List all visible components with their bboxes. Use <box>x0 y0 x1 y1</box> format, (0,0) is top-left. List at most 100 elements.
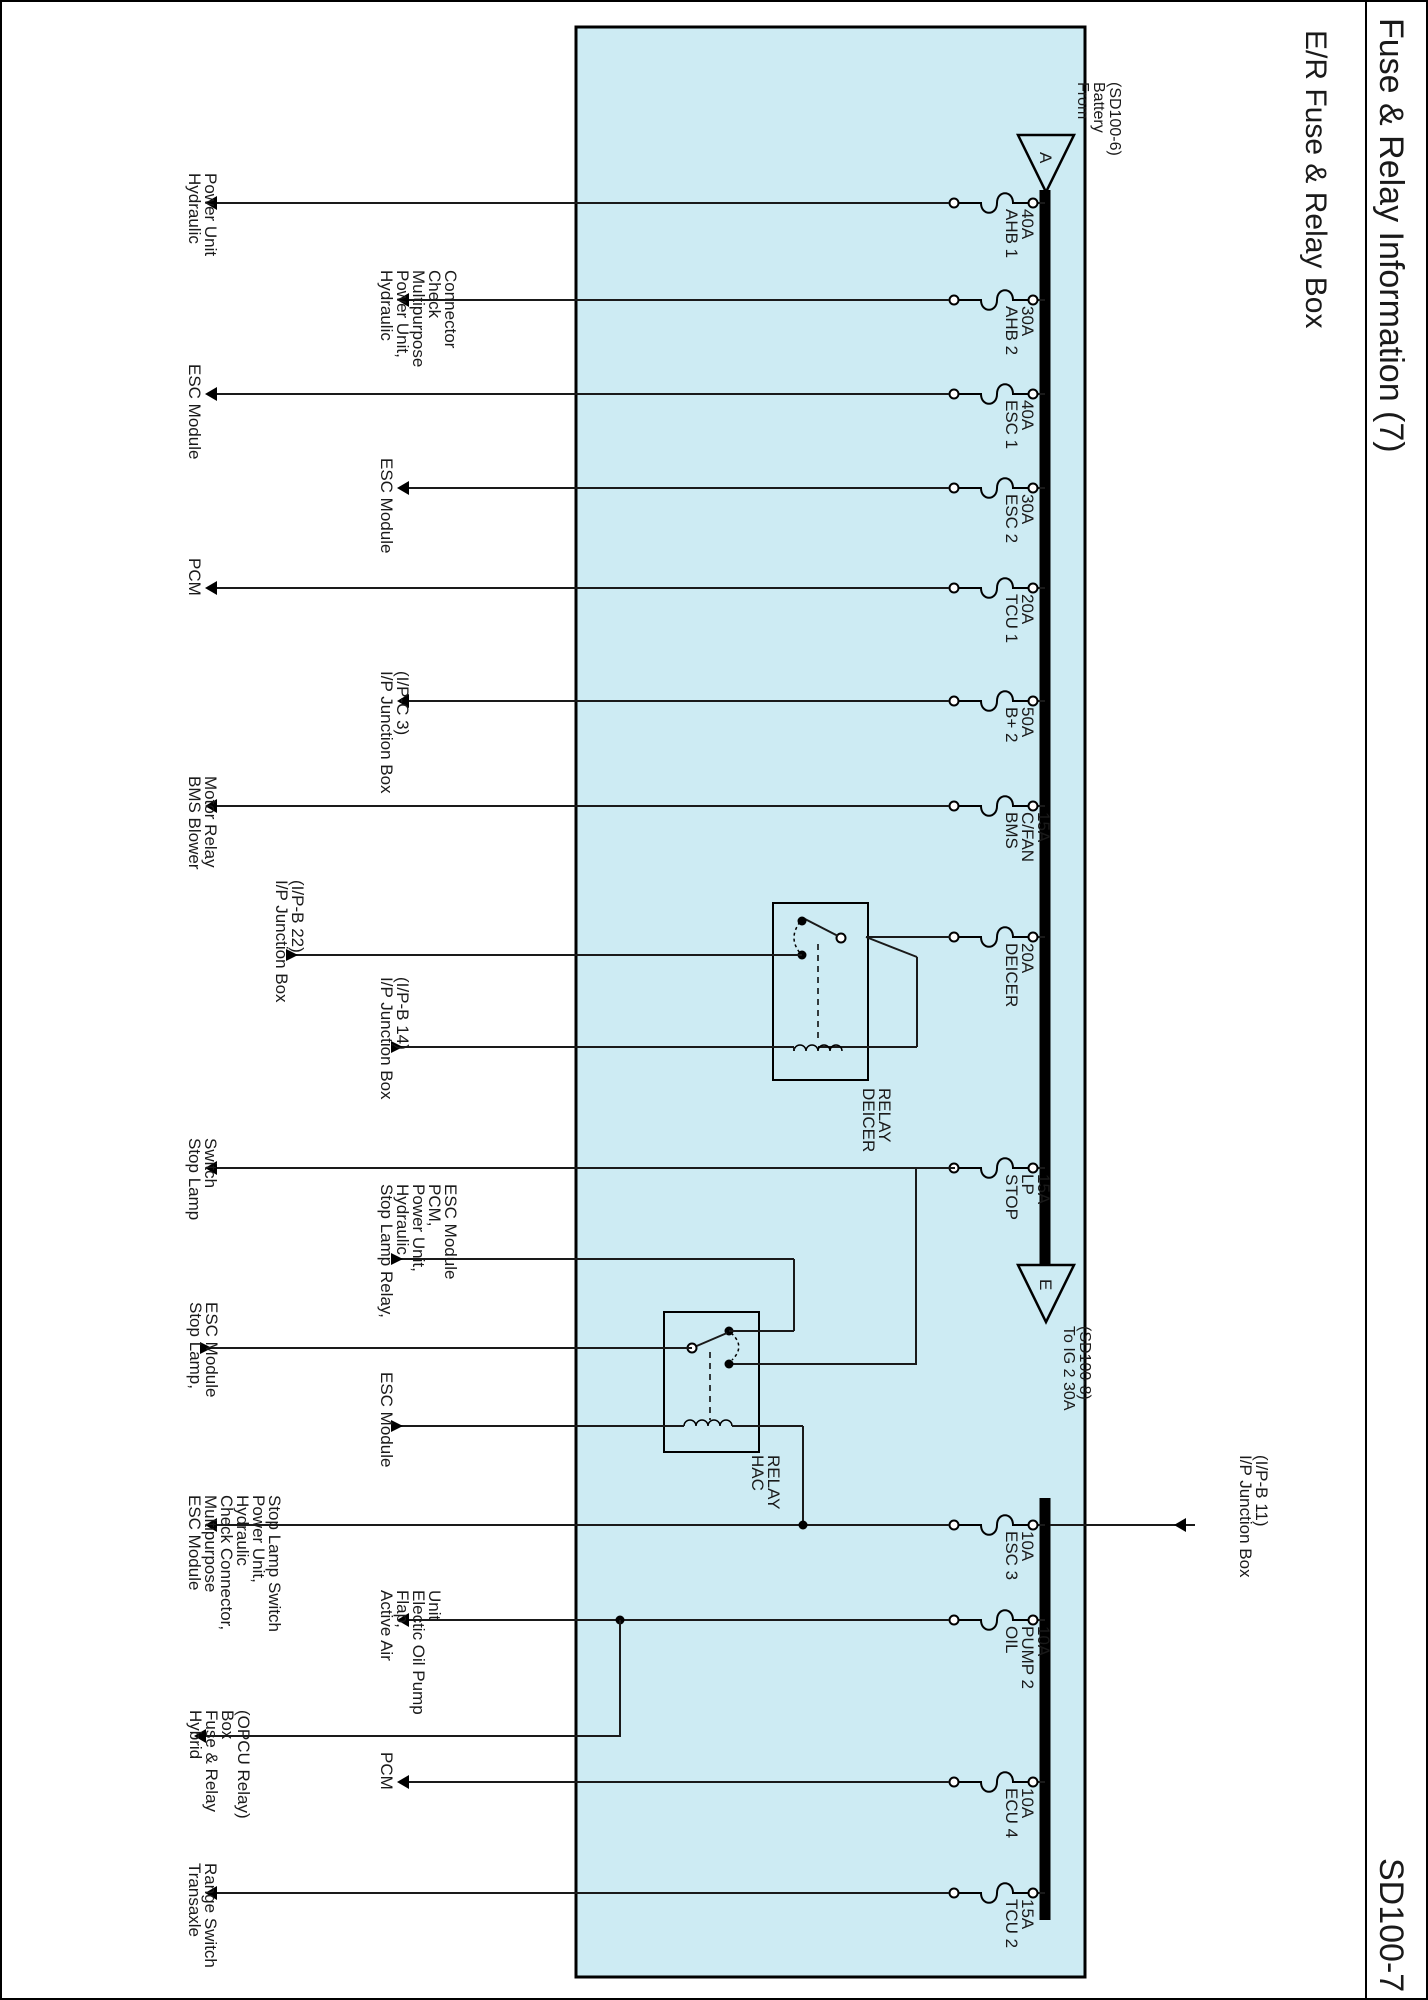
svg-text:PUMP 2: PUMP 2 <box>1018 1626 1037 1689</box>
svg-text:Stop Lamp Switch: Stop Lamp Switch <box>265 1495 284 1632</box>
svg-text:Motor Relay: Motor Relay <box>201 776 220 868</box>
svg-text:RELAY: RELAY <box>764 1455 783 1510</box>
svg-text:Hydraulic: Hydraulic <box>377 270 396 341</box>
fuse-stop-arrow <box>205 1161 217 1175</box>
svg-text:Switch: Switch <box>201 1138 220 1188</box>
hac-dest-middle: Stop Lamp, ESC Module <box>186 1302 221 1397</box>
svg-text:(I/P-C 3): (I/P-C 3) <box>393 671 412 735</box>
svg-text:(I/P-B 11): (I/P-B 11) <box>1252 1455 1271 1527</box>
svg-text:(I/P-B 14): (I/P-B 14) <box>393 977 412 1050</box>
ip-b-11-badge: 11 <box>1252 1503 1271 1521</box>
svg-text:ESC Module: ESC Module <box>441 1184 460 1279</box>
svg-text:OIL: OIL <box>1002 1626 1021 1653</box>
svg-text:Hydraulic: Hydraulic <box>393 1184 412 1255</box>
fuse-tcu1-arrow <box>205 581 217 595</box>
svg-text:40A: 40A <box>1018 400 1037 431</box>
svg-text:Box: Box <box>218 1710 237 1740</box>
svg-text:Power Unit,: Power Unit, <box>393 270 412 358</box>
svg-text:Power Unit,: Power Unit, <box>409 1184 428 1272</box>
svg-text:AHB 1: AHB 1 <box>1002 209 1021 258</box>
svg-text:PCM,: PCM, <box>425 1184 444 1227</box>
connector-e-letter: E <box>1036 1279 1055 1290</box>
deicer-relay-box <box>772 902 869 1081</box>
svg-text:Multipurpose: Multipurpose <box>201 1495 220 1592</box>
fuse-esc1-destination: ESC Module <box>185 364 204 459</box>
svg-text:20A: 20A <box>1018 594 1037 625</box>
deicer-dest-upper: I/P Junction Box (I/P-B 22) <box>272 880 307 1003</box>
svg-text:ECU 4: ECU 4 <box>1002 1788 1021 1838</box>
fuse-ahb2-arrow <box>397 293 409 307</box>
deicer-relay: DEICER RELAY I/P Junction Box (I/P-B 22)… <box>272 880 950 1152</box>
fuse-ecu4-symbol <box>958 1771 1029 1793</box>
svg-text:ESC 1: ESC 1 <box>1002 400 1021 449</box>
connector-e-label: To IG 2 30A (SD100-8) <box>1060 1326 1093 1411</box>
page-title: Fuse & Relay Information (7) <box>1372 18 1410 453</box>
svg-text:15A: 15A <box>1018 1899 1037 1930</box>
fuse-relay-box <box>574 25 1087 1979</box>
svg-text:DEICER: DEICER <box>859 1088 878 1152</box>
fuse-bplus2-arrow <box>397 694 409 708</box>
deicer-relay-label: DEICER RELAY <box>859 1088 894 1152</box>
fuse-bplus2-destination: I/P Junction Box(I/P-C 3) <box>377 671 412 794</box>
fuse-tcu1-destination: PCM <box>185 558 204 596</box>
svg-text:Electic Oil Pump: Electic Oil Pump <box>409 1590 428 1715</box>
fuse-bplus2-symbol <box>958 690 1029 712</box>
fuse-tcu1-symbol <box>958 577 1029 599</box>
svg-text:I/P Junction Box: I/P Junction Box <box>377 671 396 794</box>
fuse-esc3-symbol <box>958 1514 1029 1536</box>
svg-text:Active Air: Active Air <box>377 1590 396 1661</box>
svg-text:20A: 20A <box>1018 943 1037 974</box>
svg-text:(SD100-8): (SD100-8) <box>1076 1326 1093 1400</box>
svg-text:Stop Lamp: Stop Lamp <box>185 1138 204 1220</box>
svg-text:RELAY: RELAY <box>875 1088 894 1143</box>
svg-text:Power Unit,: Power Unit, <box>249 1495 268 1583</box>
fuse-stop-symbol <box>958 1157 1029 1179</box>
svg-text:I/P Junction Box: I/P Junction Box <box>272 880 291 1003</box>
fuse-esc2-arrow <box>397 481 409 495</box>
fuse-ecu4-destination: PCM <box>377 1752 396 1790</box>
fuse-ahb2-symbol <box>958 289 1029 311</box>
svg-text:(OPCU Relay): (OPCU Relay) <box>234 1710 253 1819</box>
svg-text:Stop Lamp,: Stop Lamp, <box>186 1302 205 1389</box>
svg-text:Battery: Battery <box>1090 82 1107 133</box>
ip-b-14-badge: 14 <box>393 1025 412 1044</box>
svg-text:Stop Lamp Relay,: Stop Lamp Relay, <box>377 1184 396 1318</box>
svg-text:ESC Module: ESC Module <box>377 1372 396 1467</box>
svg-text:(SD100-6): (SD100-6) <box>1106 82 1123 156</box>
connector-a-letter: A <box>1036 152 1055 164</box>
hac-dest-top: Stop Lamp Relay, Hydraulic Power Unit, P… <box>377 1184 460 1318</box>
svg-text:DEICER: DEICER <box>1002 943 1021 1007</box>
svg-text:C/FAN: C/FAN <box>1018 812 1037 862</box>
svg-text:ESC Module: ESC Module <box>185 364 204 459</box>
svg-text:Power Unit: Power Unit <box>201 173 220 256</box>
fuse-oil-symbol <box>958 1609 1029 1631</box>
ip-junction-input: I/P Junction Box (I/P-B 11) <box>1050 1455 1271 1578</box>
svg-text:30A: 30A <box>1018 306 1037 337</box>
svg-text:Hydraulic: Hydraulic <box>185 173 204 244</box>
